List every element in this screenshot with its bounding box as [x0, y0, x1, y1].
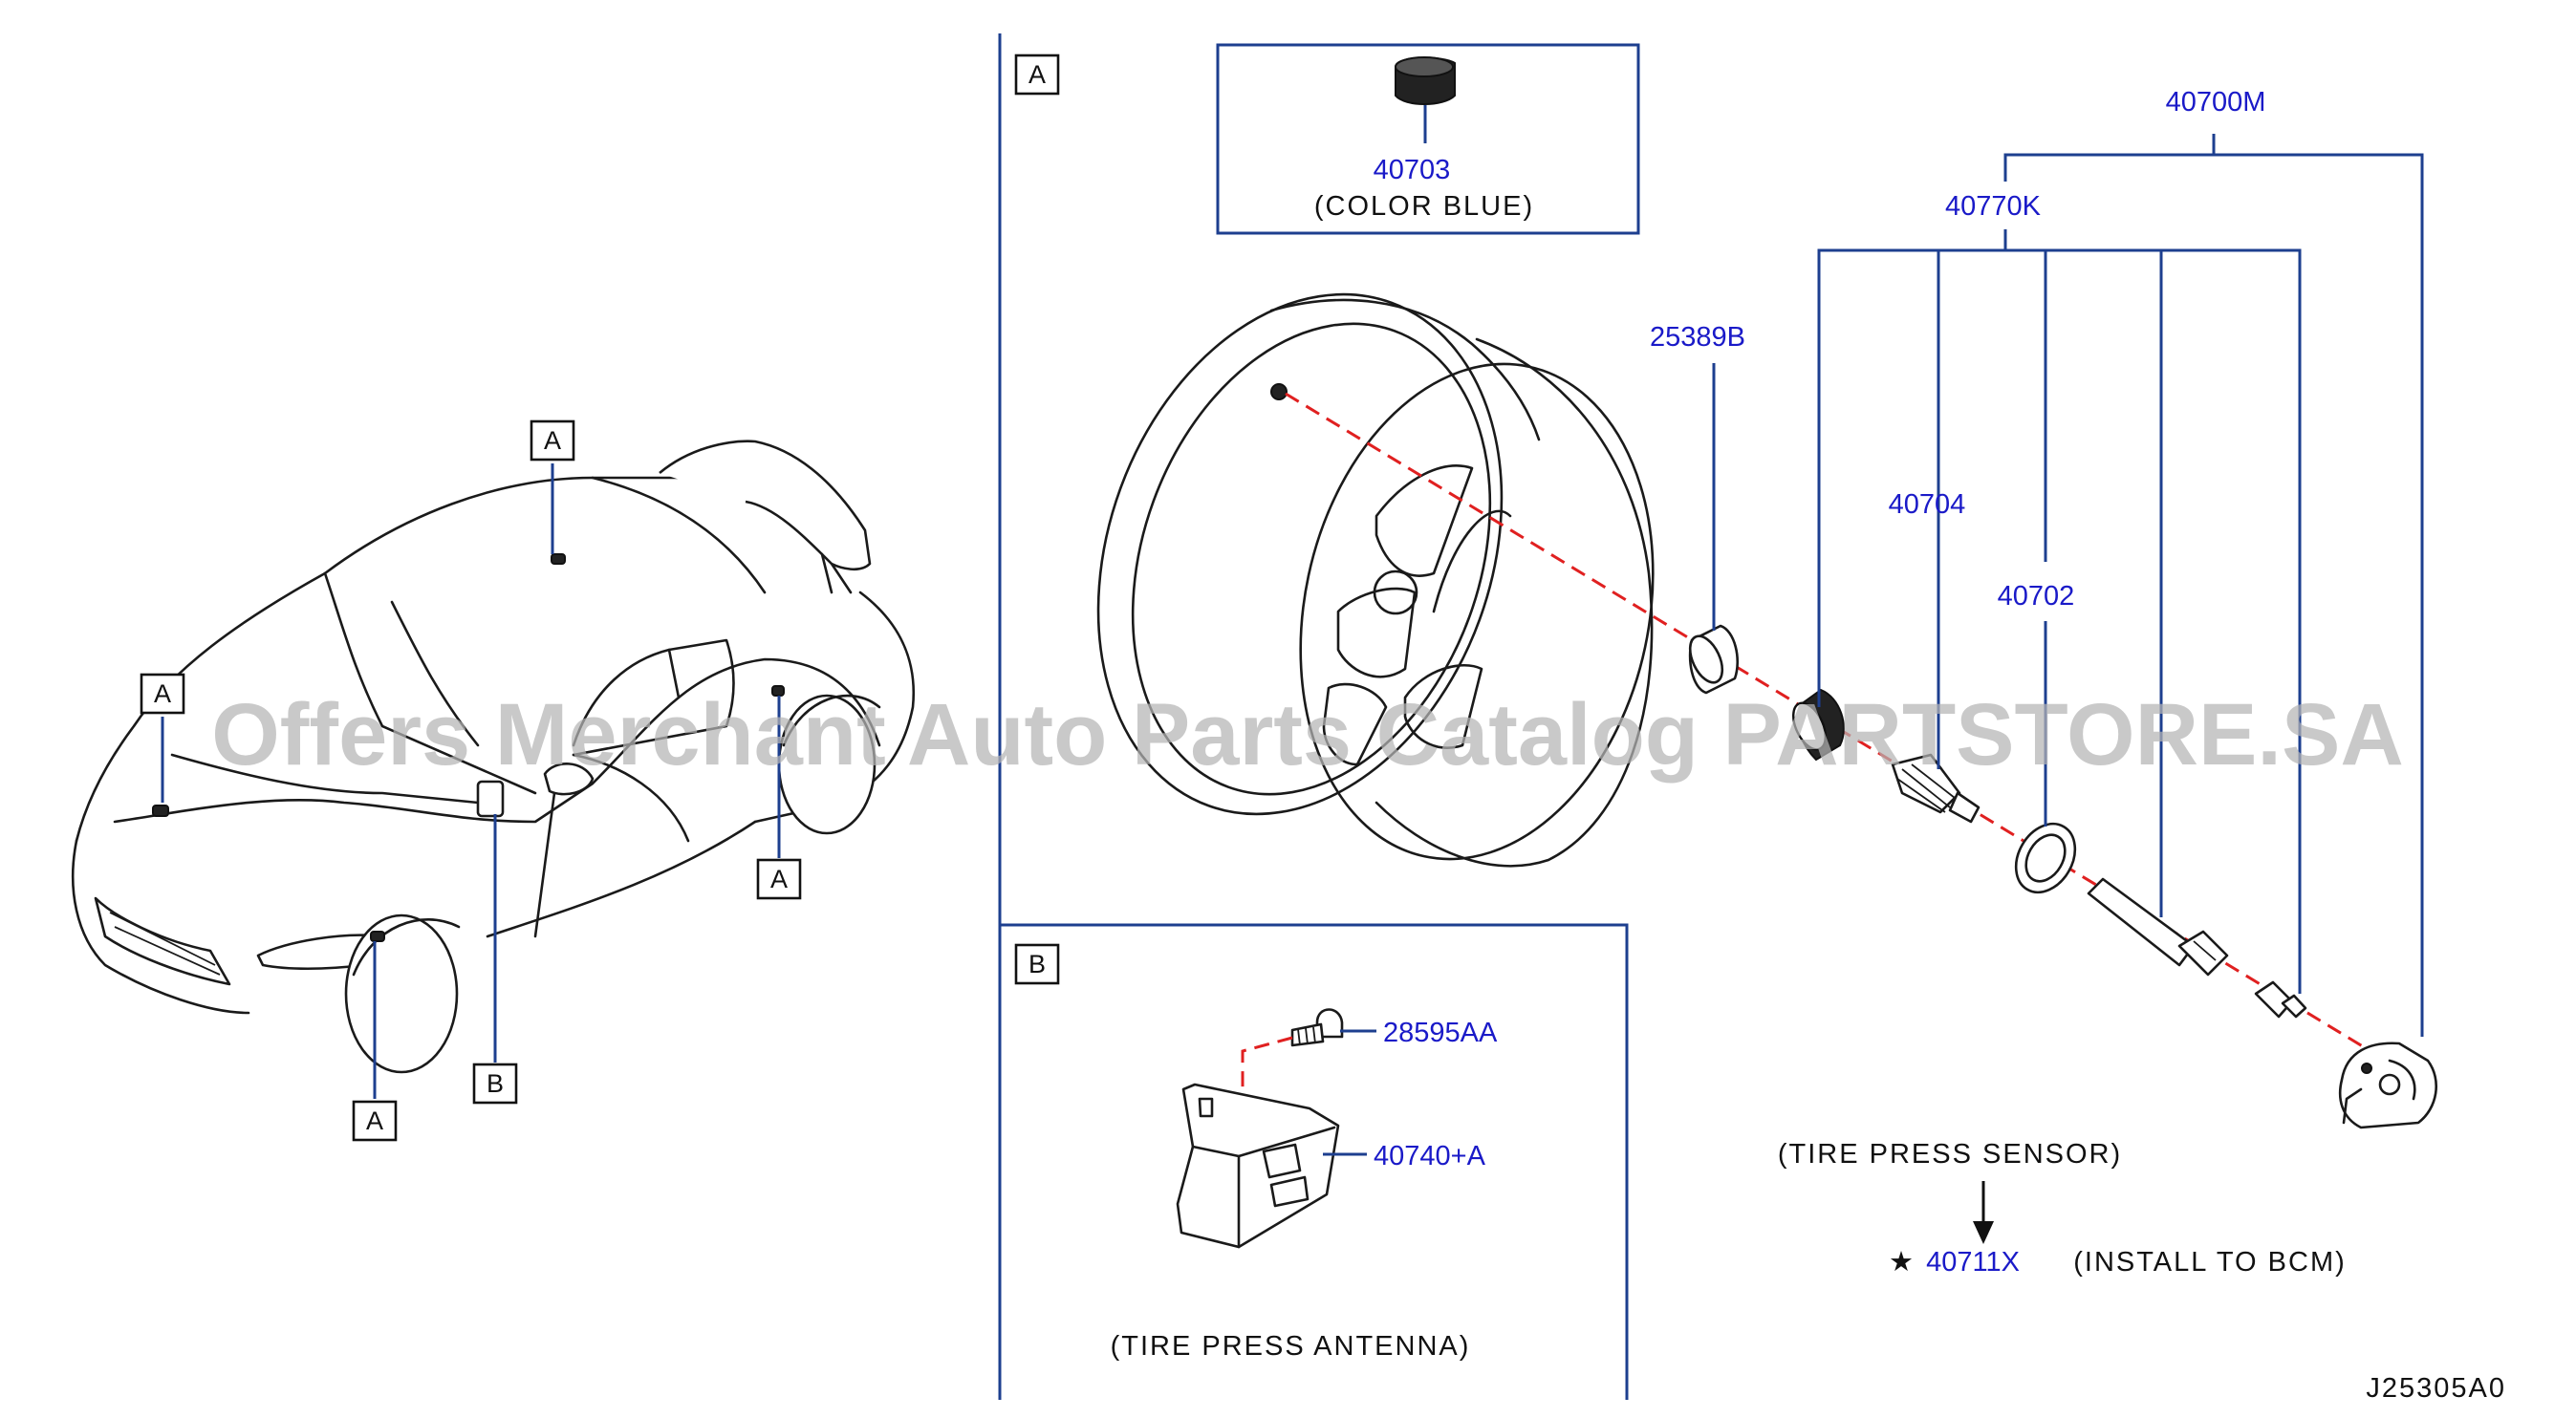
grommet-part: [2014, 822, 2077, 894]
antenna-unit-part-number: 40740+A: [1374, 1141, 1486, 1171]
antenna-screw-centerline: [1241, 1036, 1293, 1089]
section-a-tag: A: [1014, 54, 1060, 96]
wheel-illustration: [1096, 292, 1655, 868]
diagram-code: J25305A0: [2366, 1373, 2506, 1404]
valve-cap-part-number: 40703: [1374, 155, 1451, 185]
antenna-screw-part: [1290, 1008, 1344, 1047]
section-b-tag-label: B: [1028, 950, 1046, 978]
valve-cap-color-note: (COLOR BLUE): [1314, 191, 1534, 222]
valve-part-number: 40704: [1889, 489, 1966, 520]
car-tag-b: B: [472, 1063, 518, 1105]
sensor-kit-part-number: 40770K: [1945, 191, 2042, 222]
car-tag-a-roof: A: [530, 419, 575, 462]
car-illustration: [71, 440, 916, 1099]
star-symbol: ★: [1889, 1247, 1916, 1278]
car-tag-a-front-wheel: A: [352, 1100, 398, 1142]
grommet-part-number: 40702: [1998, 581, 2075, 612]
valve-core-part: [1891, 753, 1981, 824]
balance-weight-part-number: 25389B: [1650, 322, 1745, 353]
nut-part: [2254, 980, 2307, 1019]
bcm-caption: (INSTALL TO BCM): [2073, 1247, 2347, 1278]
antenna-caption: (TIRE PRESS ANTENNA): [1111, 1331, 1471, 1362]
watermark: Offers Merchant Auto Parts Catalog PARTS…: [211, 686, 2404, 784]
tire-sensor-part: [2338, 1042, 2437, 1129]
down-arrow: [1973, 1181, 1994, 1244]
antenna-unit-part: [1176, 1083, 1340, 1249]
car-tag-a-hood: A: [140, 673, 185, 715]
valve-cap-box: 40703 (COLOR BLUE): [1216, 43, 1640, 235]
valve-stem-part: [2087, 877, 2229, 977]
car-tag-a-roof-label: A: [544, 426, 561, 455]
section-frames: [998, 33, 1629, 1400]
bcm-part-number: 40711X: [1926, 1247, 2020, 1278]
leader-tree: [1712, 134, 2424, 1037]
section-b-tag: B: [1014, 943, 1060, 985]
valve-cap-axis-part: [1792, 688, 1845, 762]
car-tag-a-rear-wheel-label: A: [770, 865, 788, 893]
antenna-screw-part-number: 28595AA: [1383, 1018, 1498, 1048]
car-tag-a-hood-label: A: [154, 679, 171, 708]
sensor-assy-part-number: 40700M: [2166, 87, 2266, 118]
balance-weight-part: [1688, 624, 1739, 695]
car-tag-a-front-wheel-label: A: [366, 1106, 383, 1135]
car-tag-a-rear-wheel: A: [756, 858, 802, 900]
sensor-caption: (TIRE PRESS SENSOR): [1778, 1139, 2122, 1170]
car-tag-b-label: B: [487, 1069, 504, 1098]
section-a-tag-label: A: [1028, 60, 1046, 89]
